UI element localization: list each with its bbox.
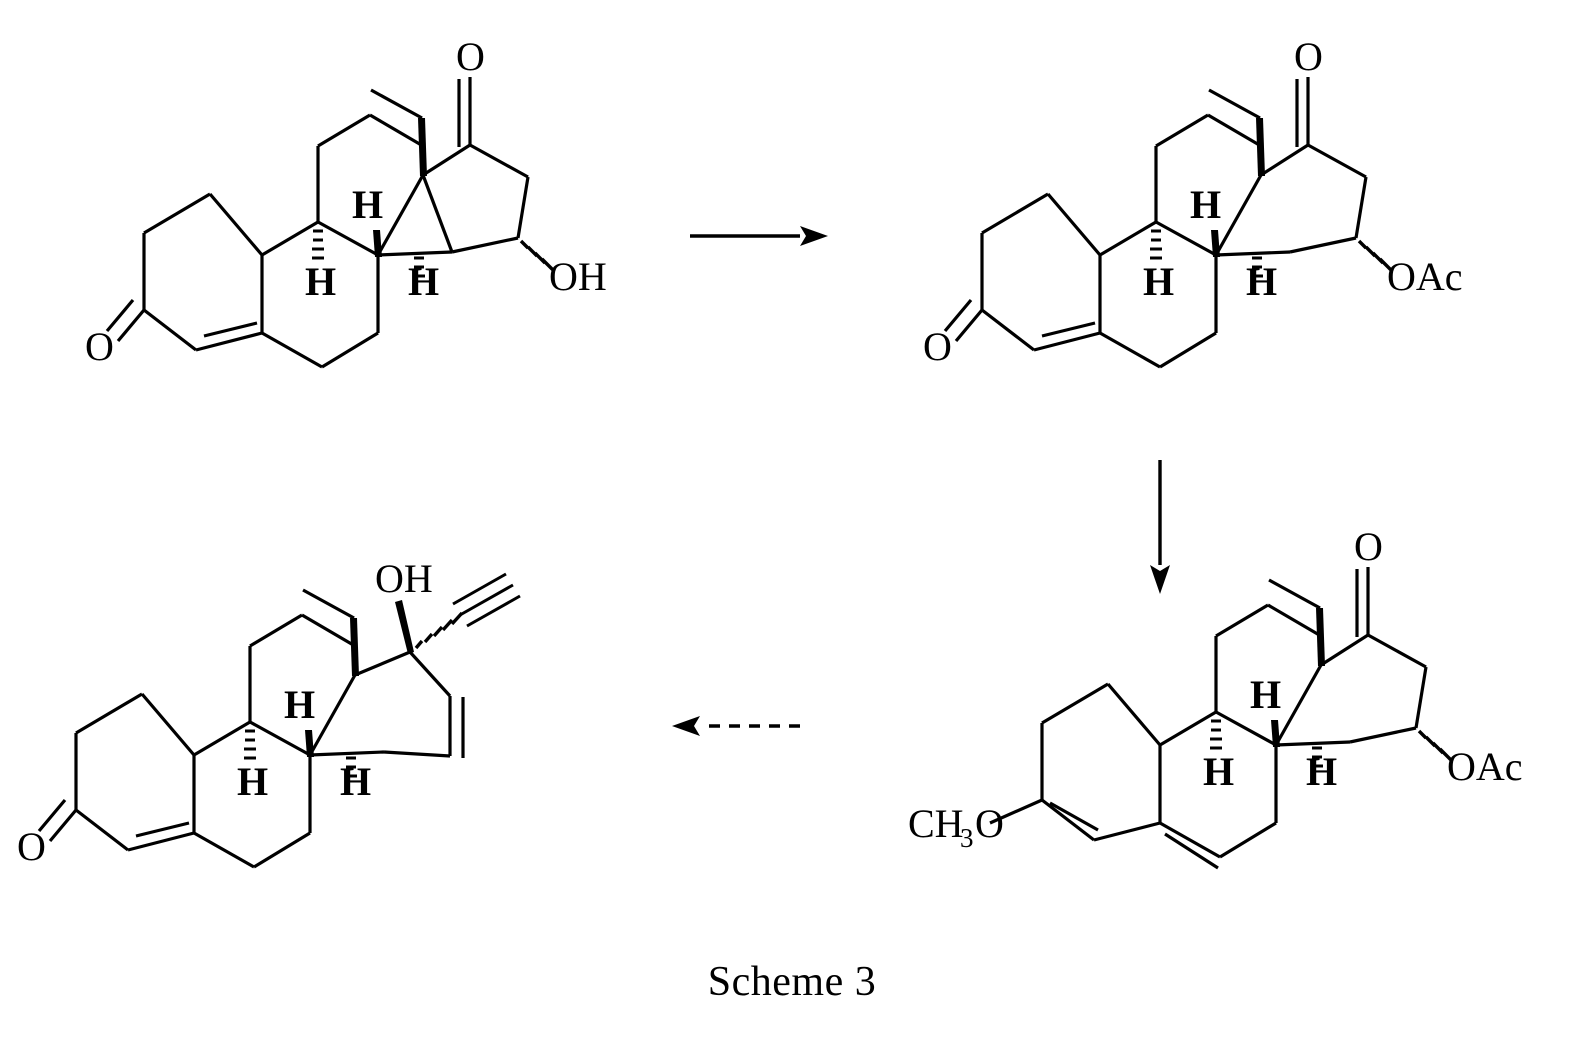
atom-label-h8-3: H bbox=[1250, 672, 1281, 717]
arrow-3-to-4 bbox=[672, 716, 800, 736]
atom-label-h14-2: H bbox=[1246, 259, 1277, 304]
hash-h9-2 bbox=[1150, 229, 1162, 260]
atom-label-h9-3: H bbox=[1203, 749, 1234, 794]
wedge-ethyl-3 bbox=[1316, 608, 1325, 666]
hash-h9-1 bbox=[312, 229, 324, 260]
compound-4-drawing: O OH bbox=[17, 556, 521, 869]
atom-label-ketone-d-ring-1: O bbox=[456, 34, 485, 79]
wedge-oh-4 bbox=[395, 600, 414, 654]
atom-label-h8-4: H bbox=[284, 682, 315, 727]
wedge-h8-4 bbox=[305, 730, 314, 757]
wedge-ethyl-4 bbox=[350, 618, 359, 676]
hash-h9-4 bbox=[244, 729, 256, 760]
atom-label-h14-4: H bbox=[340, 759, 371, 804]
compound-3-drawing: CH 3 O bbox=[908, 524, 1523, 870]
arrow-1-to-2 bbox=[690, 226, 828, 246]
atom-label-oh-4: OH bbox=[375, 556, 433, 601]
hash-ethynyl-4 bbox=[414, 611, 464, 650]
hash-oac-3 bbox=[1417, 729, 1453, 762]
atom-label-ch3o-3: CH bbox=[908, 801, 964, 846]
hash-h14-1 bbox=[413, 256, 425, 278]
hash-oh-1 bbox=[519, 239, 555, 272]
atom-label-h9-4: H bbox=[237, 759, 268, 804]
atom-label-h8-2: H bbox=[1190, 182, 1221, 227]
atom-label-oac-2: OAc bbox=[1387, 254, 1463, 299]
hash-h9-3 bbox=[1210, 719, 1222, 750]
atom-label-ketone-d-ring-3: O bbox=[1354, 524, 1383, 569]
atom-label-h9-1: H bbox=[305, 259, 336, 304]
wedge-h8-1 bbox=[373, 230, 382, 257]
compound-1-drawing: O bbox=[85, 34, 607, 369]
atom-label-oac-3: OAc bbox=[1447, 744, 1523, 789]
atom-label-ketone-d-ring-2: O bbox=[1294, 34, 1323, 79]
scheme-caption: Scheme 3 bbox=[707, 959, 877, 1005]
atom-label-ketone-a-ring-1: O bbox=[85, 324, 114, 369]
atom-label-h14-3: H bbox=[1306, 749, 1337, 794]
hash-h14-3 bbox=[1311, 746, 1323, 768]
atom-label-h14-1: H bbox=[408, 259, 439, 304]
atom-label-ch3o-sub-3: 3 bbox=[960, 823, 974, 853]
wedge-h8-3 bbox=[1271, 720, 1280, 747]
atom-label-h9-2: H bbox=[1143, 259, 1174, 304]
compound-2-drawing: O O bbox=[923, 34, 1463, 369]
arrow-2-to-3 bbox=[1150, 460, 1170, 594]
wedge-ethyl-2 bbox=[1256, 118, 1265, 176]
atom-label-ketone-a-ring-2: O bbox=[923, 324, 952, 369]
atom-label-ketone-a-ring-4: O bbox=[17, 824, 46, 869]
wedge-h8-2 bbox=[1211, 230, 1220, 257]
atom-label-ch3o-tail-3: O bbox=[975, 801, 1004, 846]
hash-h14-4 bbox=[345, 756, 357, 778]
wedge-ethyl-1 bbox=[418, 118, 427, 176]
hash-h14-2 bbox=[1251, 256, 1263, 278]
atom-label-h8-1: H bbox=[352, 182, 383, 227]
hash-oac-2 bbox=[1357, 239, 1393, 272]
atom-label-oh-1: OH bbox=[549, 254, 607, 299]
